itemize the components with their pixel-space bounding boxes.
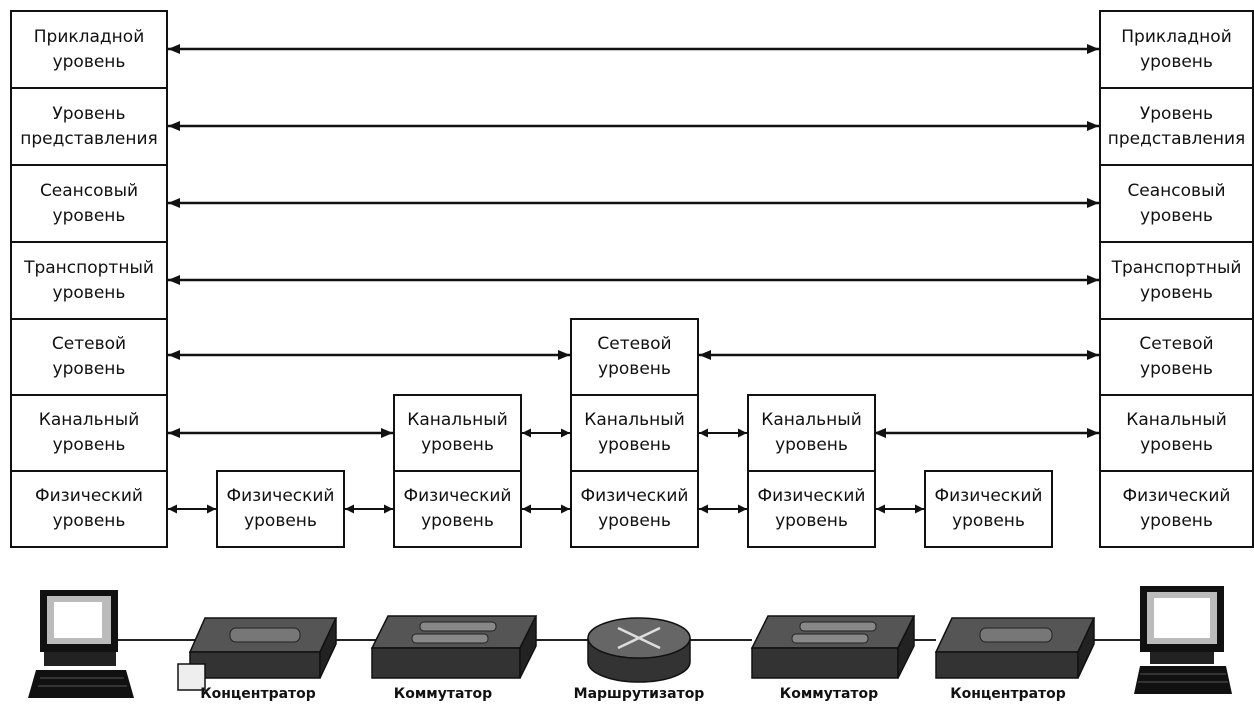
router-network-layer: Сетевой уровень (570, 318, 699, 396)
hub-left-icon (177, 617, 338, 691)
left-network-layer: Сетевой уровень (10, 318, 168, 396)
switch1-datalink-layer: Канальный уровень (393, 394, 522, 472)
right-application-layer: Прикладной уровень (1099, 10, 1254, 89)
right-presentation-layer: Уровень представления (1099, 87, 1254, 166)
right-physical-layer: Физический уровень (1099, 470, 1254, 548)
switch-left-icon (370, 615, 538, 679)
switch-right-label: Коммутатор (779, 686, 879, 702)
left-transport-layer: Транспортный уровень (10, 241, 168, 320)
right-session-layer: Сеансовый уровень (1099, 164, 1254, 243)
left-session-layer: Сеансовый уровень (10, 164, 168, 243)
computer-right-icon (1134, 586, 1232, 694)
router-label: Маршрутизатор (573, 686, 705, 702)
hub1-physical-layer: Физический уровень (216, 470, 345, 548)
switch2-datalink-layer: Канальный уровень (747, 394, 876, 472)
left-application-layer: Прикладной уровень (10, 10, 168, 89)
hub2-physical-layer: Физический уровень (924, 470, 1053, 548)
left-datalink-layer: Канальный уровень (10, 394, 168, 472)
switch-left-label: Коммутатор (393, 686, 493, 702)
switch1-physical-layer: Физический уровень (393, 470, 522, 548)
hub-left-label: Концентратор (200, 686, 316, 702)
computer-left-icon (28, 590, 134, 698)
right-transport-layer: Транспортный уровень (1099, 241, 1254, 320)
router-datalink-layer: Канальный уровень (570, 394, 699, 472)
router-icon (587, 617, 691, 683)
switch-right-icon (750, 615, 916, 679)
left-presentation-layer: Уровень представления (10, 87, 168, 166)
right-network-layer: Сетевой уровень (1099, 318, 1254, 396)
left-physical-layer: Физический уровень (10, 470, 168, 548)
router-physical-layer: Физический уровень (570, 470, 699, 548)
right-datalink-layer: Канальный уровень (1099, 394, 1254, 472)
hub-right-label: Концентратор (950, 686, 1066, 702)
hub-right-icon (934, 617, 1096, 679)
switch2-physical-layer: Физический уровень (747, 470, 876, 548)
